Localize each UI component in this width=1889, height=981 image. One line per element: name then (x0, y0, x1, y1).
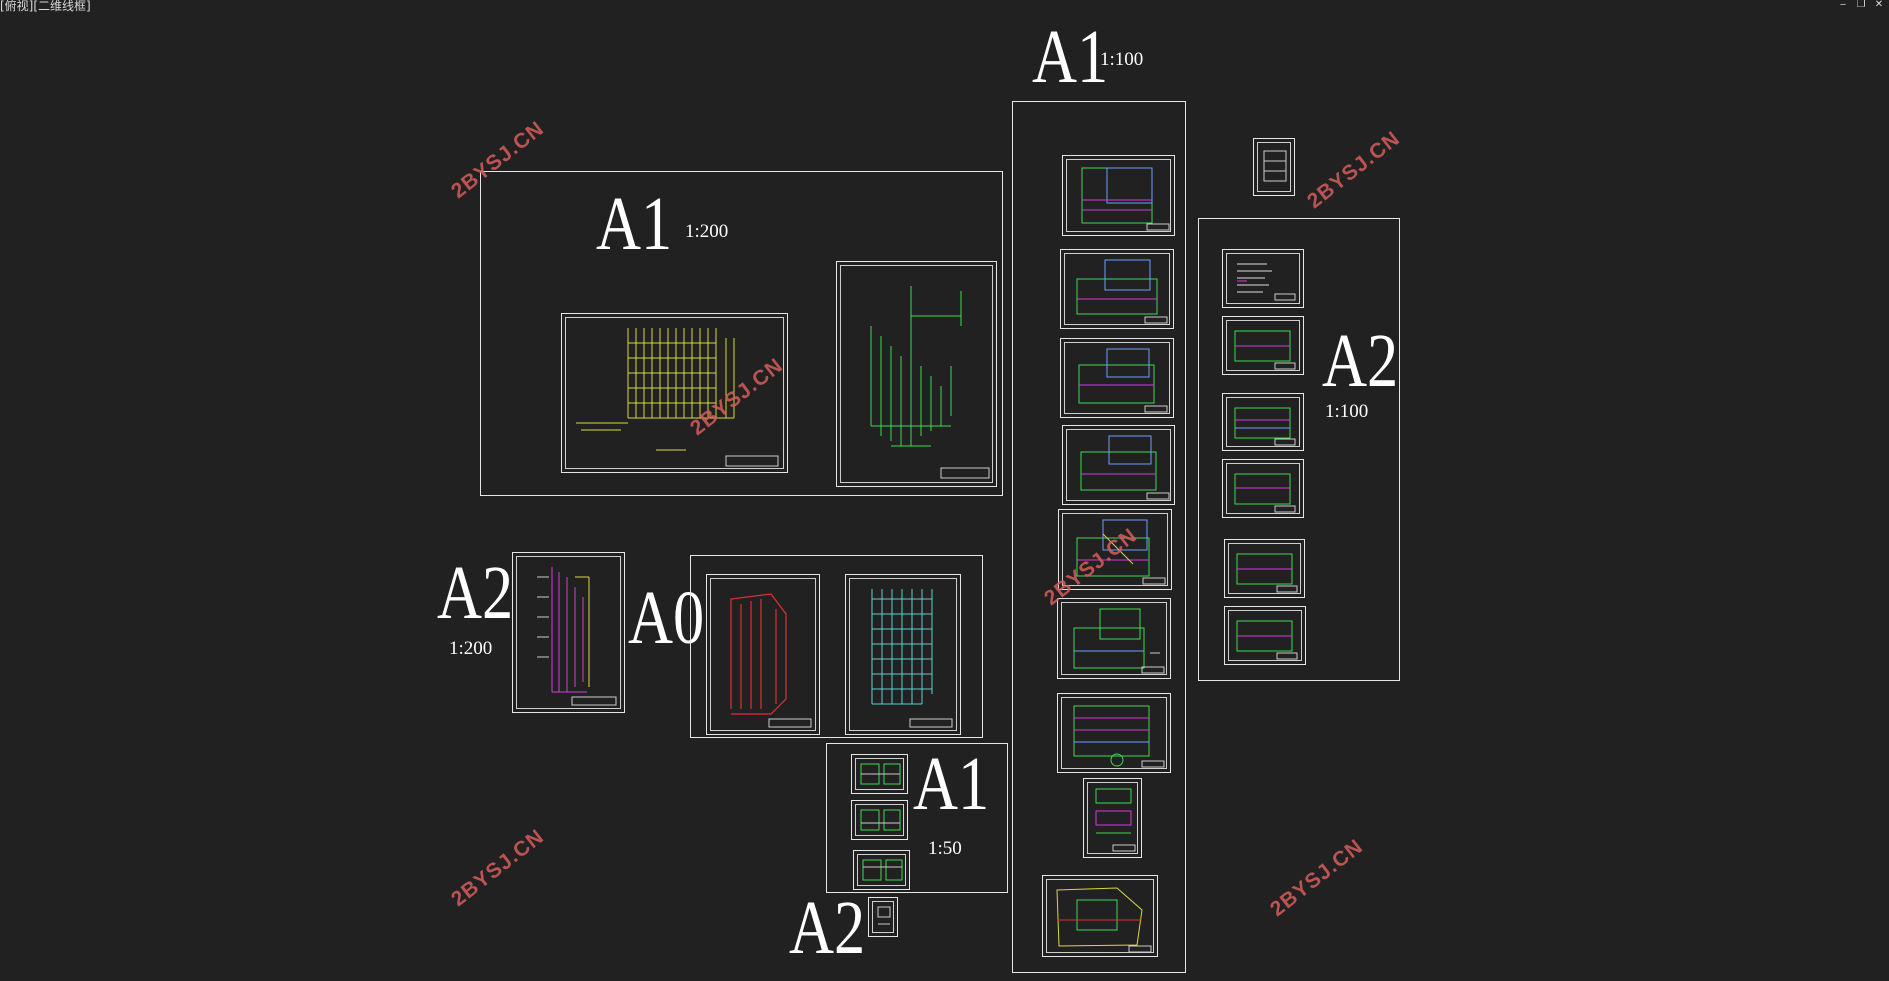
close-icon[interactable]: ✕ (1874, 0, 1884, 10)
scale-label-1-100-column: 1:100 (1100, 49, 1144, 70)
floorplan-sheet-5[interactable] (1058, 509, 1172, 590)
unit-plan-drawing-5 (1236, 620, 1298, 660)
cover-sheet-small[interactable] (1253, 138, 1295, 196)
sheet-size-label-a1-column: A1 (1032, 15, 1109, 99)
riser-diagram-red (730, 593, 812, 728)
detail-drawing-tiny (877, 906, 891, 925)
scale-label-1-200-left: 1:200 (449, 638, 493, 659)
legend-drawing (1237, 263, 1296, 301)
riser-diagram-yellow (576, 328, 779, 467)
minimize-icon[interactable]: ‒ (1839, 0, 1847, 10)
unit-plan-drawing-4 (1236, 553, 1298, 593)
detail-drawing-1 (860, 763, 901, 785)
riser-diagram-cyan (871, 589, 953, 728)
legend-sheet[interactable] (1222, 249, 1304, 308)
sheet-size-label-a2-bottom: A2 (789, 886, 866, 970)
frame-a1-floorplans[interactable] (1012, 101, 1186, 973)
watermark-6: 2BYSJ.CN (1266, 834, 1368, 922)
detail-drawing-2 (860, 809, 901, 831)
detail-sheet-1[interactable] (851, 754, 908, 794)
watermark-5: 2BYSJ.CN (447, 824, 549, 912)
frame-a2-unitplans[interactable] (1198, 218, 1400, 681)
unit-plan-sheet-4[interactable] (1224, 539, 1305, 598)
scale-label-1-200: 1:200 (685, 221, 729, 242)
unit-plan-sheet-2[interactable] (1222, 393, 1304, 451)
floorplan-sheet-6[interactable] (1057, 598, 1171, 679)
floorplan-sheet-2[interactable] (1060, 249, 1174, 329)
detail-sheet-3[interactable] (853, 850, 910, 890)
detail-sheet-2[interactable] (851, 800, 908, 840)
watermark-4: 2BYSJ.CN (1303, 126, 1405, 214)
floorplan-drawing-6 (1073, 608, 1165, 674)
viewport-label[interactable]: [俯视][二维线框] (0, 0, 91, 13)
riser-sheet-red[interactable] (706, 574, 820, 735)
floorplan-sheet-7[interactable] (1057, 693, 1171, 773)
unit-plan-drawing-3 (1234, 473, 1296, 513)
site-plan-sheet[interactable] (1042, 875, 1158, 957)
floorplan-drawing-5 (1076, 519, 1166, 585)
sheet-size-label-a1-details: A1 (913, 742, 990, 826)
sheet-size-label-a0: A0 (628, 576, 705, 660)
cover-drawing (1263, 150, 1287, 182)
floorplan-drawing-3 (1078, 348, 1168, 413)
site-plan-drawing (1056, 887, 1152, 952)
scale-label-1-50: 1:50 (928, 838, 962, 859)
unit-plan-drawing-1 (1234, 330, 1296, 370)
riser-diagram-green (870, 286, 990, 479)
floorplan-drawing-1 (1081, 167, 1170, 231)
detail-sheet-tiny[interactable] (868, 897, 898, 937)
drawing-sheet-riser-green[interactable] (836, 261, 997, 487)
floorplan-sheet-1[interactable] (1062, 155, 1175, 236)
frame-a1-details[interactable] (826, 743, 1008, 893)
frame-a1-system[interactable] (480, 171, 1003, 496)
scale-label-1-100-right: 1:100 (1325, 401, 1369, 422)
floorplan-sheet-4[interactable] (1062, 425, 1175, 505)
riser-sheet-cyan[interactable] (845, 574, 961, 735)
restore-icon[interactable]: ❐ (1856, 0, 1866, 10)
detail-drawing-3 (862, 859, 903, 881)
sheet-size-label-a1: A1 (596, 182, 673, 266)
frame-a0[interactable] (690, 555, 983, 738)
sheet-size-label-a2-right: A2 (1322, 319, 1399, 403)
unit-plan-drawing-2 (1234, 407, 1296, 446)
unit-plan-sheet-3[interactable] (1222, 459, 1304, 518)
unit-plan-sheet-5[interactable] (1224, 606, 1306, 665)
sheet-size-label-a2-left: A2 (437, 551, 514, 635)
window-controls: ‒ ❐ ✕ (1837, 0, 1885, 10)
riser-sheet-magenta[interactable] (512, 552, 625, 713)
floorplan-drawing-2 (1076, 259, 1168, 324)
floorplan-drawing-4 (1080, 435, 1170, 500)
drawing-sheet-riser-yellow[interactable] (561, 313, 788, 473)
detail-sheet-small[interactable] (1083, 778, 1142, 858)
floorplan-drawing-7 (1073, 705, 1165, 768)
floorplan-sheet-3[interactable] (1060, 338, 1174, 418)
detail-drawing-small (1095, 788, 1136, 852)
unit-plan-sheet-1[interactable] (1222, 316, 1304, 375)
riser-diagram-magenta (537, 567, 617, 706)
